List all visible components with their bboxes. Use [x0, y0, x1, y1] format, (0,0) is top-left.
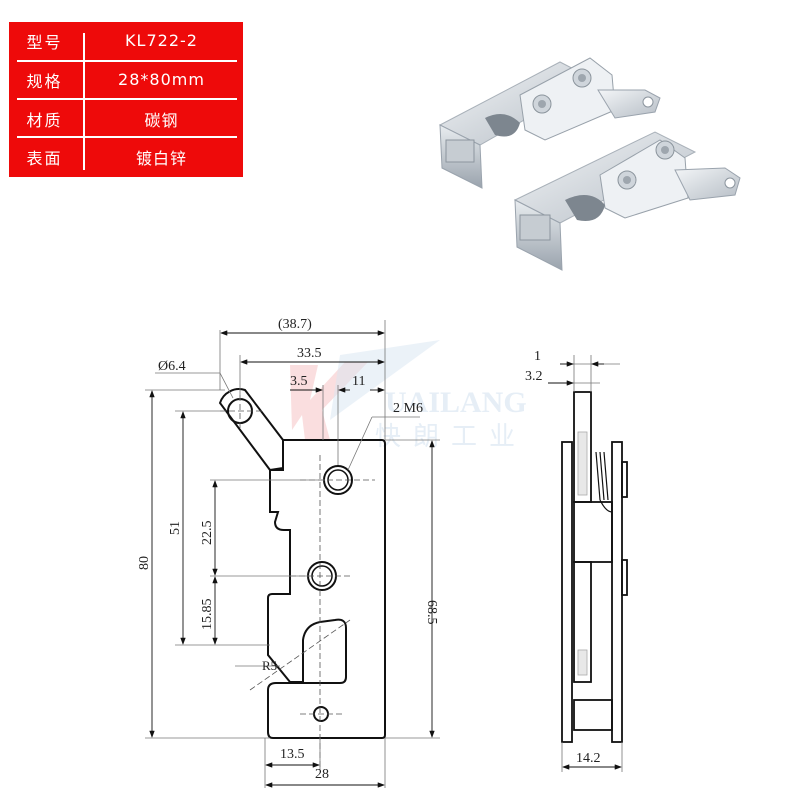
spec-row-material: 材质 碳钢 [9, 100, 243, 137]
column-divider [83, 33, 85, 170]
dim-bottom-offset: 13.5 [280, 747, 305, 762]
dim-thread: 2 M6 [393, 401, 423, 416]
dim-radius: R5 [262, 658, 277, 673]
dim-side-top-b: 3.2 [525, 369, 543, 384]
dim-body-width: 28 [315, 767, 329, 782]
spec-label: 规格 [26, 71, 63, 91]
technical-drawing: UAILANG 快朗工业 [0, 290, 800, 800]
row-divider [17, 136, 237, 138]
row-divider [17, 98, 237, 100]
spec-label: 材质 [26, 110, 63, 130]
row-divider [17, 60, 237, 62]
dim-width-to-hole: 33.5 [297, 346, 322, 361]
dim-offset-a: 3.5 [290, 374, 308, 389]
dim-side-thickness: 14.2 [576, 751, 601, 766]
dim-hole-span: 51 [168, 521, 183, 535]
dim-upper-span: 22.5 [200, 521, 215, 546]
spec-value: 碳钢 [144, 110, 179, 130]
spec-label: 型号 [26, 32, 63, 52]
spec-row-finish: 表面 镀白锌 [9, 138, 243, 175]
spec-row-size: 规格 28*80mm [9, 61, 243, 98]
spec-table: 型号 KL722-2 规格 28*80mm 材质 碳钢 表面 镀白锌 [9, 22, 243, 177]
spec-value: 镀白锌 [135, 148, 187, 168]
spec-value: 28*80mm [118, 70, 205, 89]
watermark-brand-cn: 快朗工业 [375, 422, 527, 451]
spec-label: 表面 [26, 148, 63, 168]
product-photo [420, 40, 760, 290]
side-view [561, 391, 628, 743]
dim-hole-dia: Ø6.4 [158, 359, 186, 374]
dim-lower-span: 15.85 [200, 599, 215, 631]
spec-value: KL722-2 [125, 31, 198, 50]
dimension-drawing: UAILANG 快朗工业 [137, 317, 628, 788]
watermark: UAILANG 快朗工业 [290, 340, 527, 451]
dim-body-height: 68.5 [424, 600, 439, 625]
latch-photo-icon [438, 57, 741, 271]
watermark-brand: UAILANG [385, 386, 527, 419]
dim-side-top-a: 1 [534, 349, 541, 364]
dim-height: 80 [137, 556, 152, 570]
dim-offset-b: 11 [352, 374, 365, 389]
dim-overall-width-ref: (38.7) [278, 317, 312, 332]
spec-row-model: 型号 KL722-2 [9, 22, 243, 59]
